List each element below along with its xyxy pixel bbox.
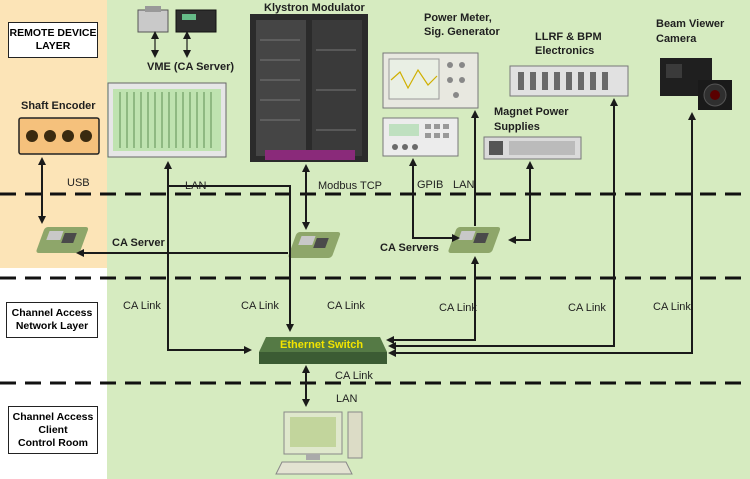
client-layer-line-1: Channel Access bbox=[12, 410, 94, 423]
llrf-bpm-chassis-icon bbox=[509, 65, 629, 97]
ethernet-switch-label: Ethernet Switch bbox=[280, 339, 364, 351]
usb-label: USB bbox=[67, 177, 90, 189]
ca-server-label: CA Server bbox=[112, 237, 165, 249]
network-layer-line-2: Network Layer bbox=[15, 320, 89, 332]
ca-link-bottom: CA Link bbox=[335, 370, 373, 382]
signal-generator-icon bbox=[382, 117, 459, 157]
ca-servers-label: CA Servers bbox=[380, 242, 439, 254]
ca-link-4: CA Link bbox=[439, 302, 477, 314]
workstation-icon bbox=[275, 411, 363, 475]
client-layer-line-2: Client bbox=[38, 423, 68, 436]
magnet-power-supply-icon bbox=[483, 136, 582, 160]
lan-bottom-label: LAN bbox=[336, 393, 358, 405]
ca-link-3: CA Link bbox=[327, 300, 365, 312]
magnet-label-1: Magnet Power bbox=[494, 106, 569, 118]
lan-vme-label: LAN bbox=[185, 180, 207, 192]
beam-viewer-label-1: Beam Viewer bbox=[656, 18, 725, 30]
llrf-label-1: LLRF & BPM bbox=[535, 31, 602, 43]
gpib-label: GPIB bbox=[417, 179, 444, 191]
llrf-label-2: Electronics bbox=[535, 45, 595, 57]
client-layer-label: Channel Access Client Control Room bbox=[8, 406, 98, 454]
shaft-encoder-icon bbox=[18, 117, 100, 155]
ca-link-6: CA Link bbox=[653, 301, 691, 313]
vme-label: VME (CA Server) bbox=[147, 61, 235, 73]
camera-icon bbox=[660, 58, 732, 110]
connections bbox=[38, 98, 696, 407]
beam-viewer-label-2: Camera bbox=[656, 33, 697, 45]
ca-link-5: CA Link bbox=[568, 302, 606, 314]
klystron-label: Klystron Modulator bbox=[264, 2, 365, 14]
power-meter-label-1: Power Meter, bbox=[424, 12, 492, 24]
ca-link-1: CA Link bbox=[123, 300, 161, 312]
magnet-label-2: Supplies bbox=[494, 121, 540, 133]
network-layer-line-1: Channel Access bbox=[11, 307, 93, 319]
vme-module-icon bbox=[137, 6, 217, 33]
vme-crate-icon bbox=[107, 82, 227, 158]
ca-link-2: CA Link bbox=[241, 300, 279, 312]
oscilloscope-icon bbox=[382, 52, 479, 109]
ethernet-switch-icon bbox=[259, 337, 387, 364]
modbus-label: Modbus TCP bbox=[318, 180, 382, 192]
lan-pm-label: LAN bbox=[453, 179, 475, 191]
client-layer-line-3: Control Room bbox=[18, 436, 88, 449]
power-meter-label-2: Sig. Generator bbox=[424, 26, 500, 38]
remote-layer-label: REMOTE DEVICE LAYER bbox=[8, 22, 98, 58]
klystron-modulator-icon bbox=[250, 14, 368, 162]
network-layer-label: Channel Access Network Layer bbox=[6, 302, 98, 338]
shaft-encoder-label: Shaft Encoder bbox=[21, 100, 96, 112]
